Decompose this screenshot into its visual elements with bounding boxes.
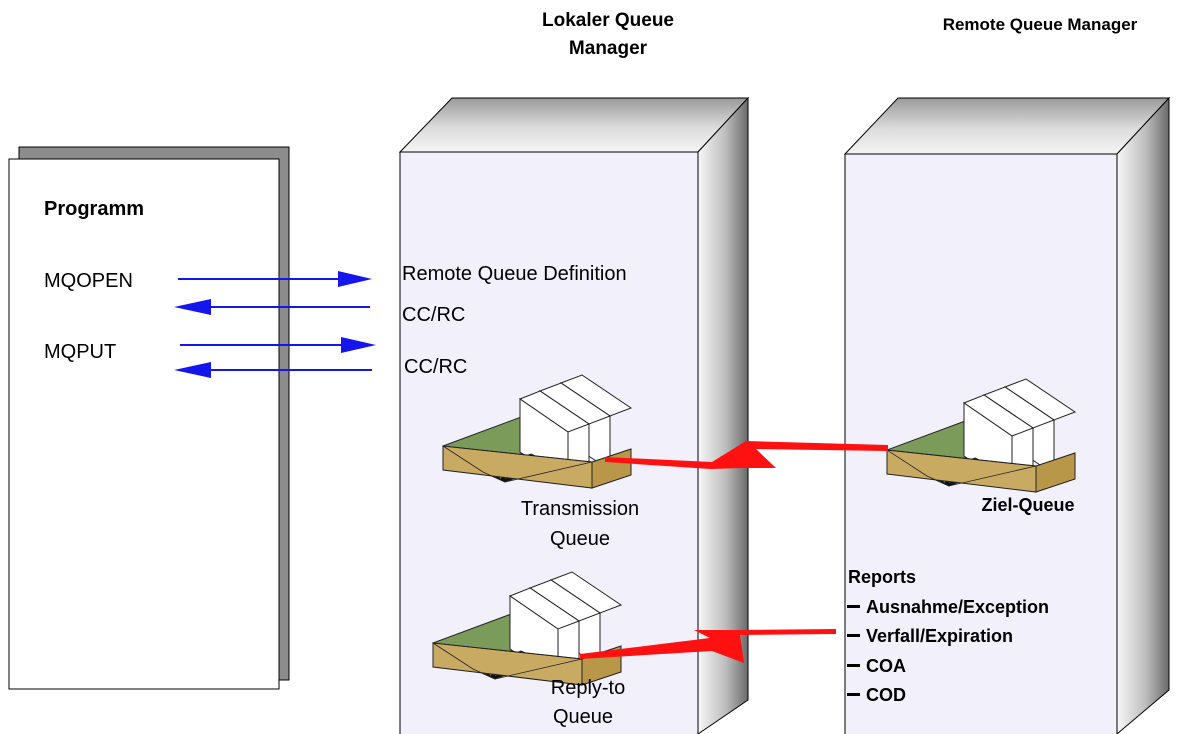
mqput-response-arrow: [174, 362, 372, 378]
target-queue-label: Ziel-Queue: [981, 495, 1074, 515]
transmission-queue-label-line1: Transmission: [521, 498, 639, 520]
ccrc-label-2: CC/RC: [404, 356, 467, 378]
report-bullet: [847, 634, 860, 637]
local-qm-title-line2: Manager: [569, 38, 648, 59]
call-mqput: MQPUT: [44, 341, 116, 363]
report-item-coa: COA: [866, 656, 906, 676]
transmission-queue-label-line2: Queue: [550, 528, 610, 550]
program-box: [8, 158, 280, 690]
local-server-top: [398, 97, 750, 153]
ccrc-label-1: CC/RC: [402, 304, 465, 326]
remote-server-side: [1116, 96, 1170, 734]
report-item-exception: Ausnahme/Exception: [866, 597, 1049, 617]
report-item-expiration: Verfall/Expiration: [866, 626, 1013, 646]
remote-queue-definition-label: Remote Queue Definition: [402, 263, 627, 285]
program-title: Programm: [44, 198, 144, 220]
report-bullet: [847, 605, 860, 608]
channel-lightning-bottom: [580, 629, 836, 663]
reports-title: Reports: [848, 567, 916, 587]
mqopen-response-arrow: [174, 299, 370, 315]
remote-qm-title: Remote Queue Manager: [943, 15, 1138, 34]
report-list: Ausnahme/Exception Verfall/Expiration CO…: [847, 597, 1049, 705]
call-mqopen: MQOPEN: [44, 270, 133, 292]
reply-to-queue-label-line2: Queue: [553, 706, 613, 728]
report-bullet: [847, 693, 860, 696]
remote-server-top: [843, 97, 1171, 155]
mqput-request-arrow: [180, 337, 376, 353]
report-item-cod: COD: [866, 685, 906, 705]
local-qm-title-line1: Lokaler Queue: [542, 10, 674, 31]
reply-to-queue-label-line1: Reply-to: [551, 677, 625, 699]
mqopen-request-arrow: [178, 271, 372, 287]
report-bullet: [847, 664, 860, 667]
channel-lightning-top: [605, 441, 888, 469]
